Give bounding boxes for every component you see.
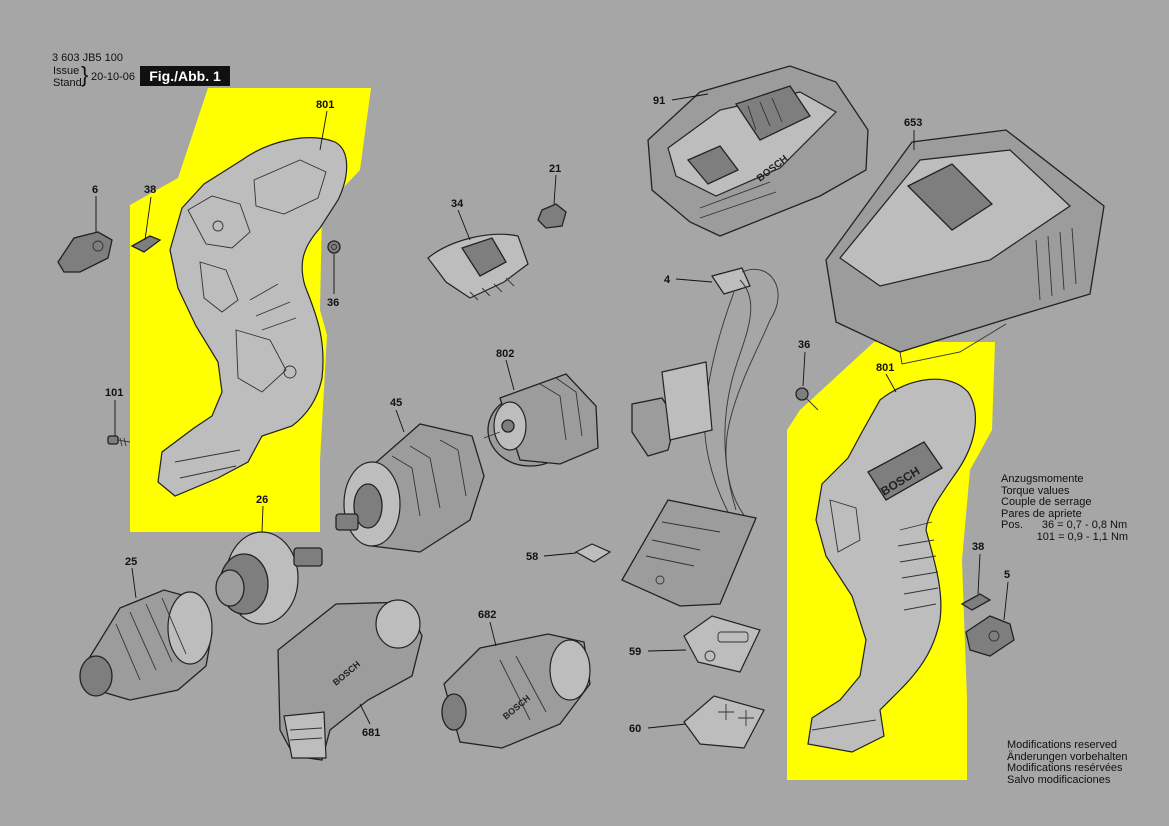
callout-91: 91 bbox=[653, 95, 665, 107]
callout-58: 58 bbox=[526, 551, 538, 563]
callout-5: 5 bbox=[1004, 569, 1010, 581]
part-91-battery-pack bbox=[647, 65, 869, 237]
callout-801-right: 801 bbox=[876, 362, 894, 374]
part-34-switch-cover bbox=[427, 233, 529, 301]
part-36-left-screw bbox=[327, 240, 341, 254]
callout-25: 25 bbox=[125, 556, 137, 568]
torque-value-101: = 0,9 - 1,1 Nm bbox=[1058, 530, 1129, 543]
part-58-label bbox=[574, 543, 612, 563]
callout-4: 4 bbox=[664, 274, 671, 286]
callout-38-left: 38 bbox=[144, 184, 156, 196]
modifications-line-de: Änderungen vorbehalten bbox=[1007, 750, 1128, 763]
leader-91 bbox=[671, 93, 709, 101]
torque-line-es: Pares de apriete bbox=[1001, 507, 1082, 520]
part-36-right-screw bbox=[795, 387, 819, 411]
callout-21: 21 bbox=[549, 163, 561, 175]
leader-5 bbox=[1003, 581, 1009, 621]
leader-58 bbox=[543, 552, 577, 557]
issue-brace: } bbox=[81, 62, 89, 87]
modifications-line-es: Salvo modificaciones bbox=[1007, 773, 1111, 786]
torque-line-en: Torque values bbox=[1001, 484, 1070, 497]
torque-pos-101: 101 bbox=[1036, 530, 1055, 543]
part-6-clip bbox=[57, 231, 113, 273]
callout-682: 682 bbox=[478, 609, 496, 621]
part-4-wiring-harness bbox=[621, 267, 779, 607]
leader-4 bbox=[675, 278, 713, 283]
leader-26 bbox=[261, 505, 264, 533]
part-681-angle-attachment bbox=[277, 599, 423, 761]
modifications-note: Modifications reserved Änderungen vorbeh… bbox=[1007, 739, 1128, 786]
figure-label: Fig./Abb. 1 bbox=[140, 66, 230, 86]
torque-line-de: Anzugsmomente bbox=[1001, 473, 1084, 485]
modifications-line-fr: Modifications resérvées bbox=[1007, 762, 1123, 774]
leader-802 bbox=[505, 359, 515, 391]
leader-45 bbox=[395, 409, 405, 433]
leader-801-left bbox=[319, 110, 328, 151]
part-38-left-spring bbox=[130, 235, 162, 253]
callout-801-left: 801 bbox=[316, 99, 334, 111]
stand-label: Stand bbox=[53, 77, 82, 89]
torque-value-36: = 0,7 - 0,8 Nm bbox=[1057, 519, 1128, 531]
torque-row-101: 101 = 0,9 - 1,1 Nm bbox=[1001, 530, 1129, 544]
leader-21 bbox=[553, 174, 557, 205]
part-38-right-spring bbox=[960, 593, 992, 611]
leader-38-right bbox=[977, 553, 981, 595]
leader-38-left bbox=[144, 196, 152, 241]
callout-101: 101 bbox=[105, 387, 123, 399]
leader-681 bbox=[359, 703, 371, 725]
callout-59: 59 bbox=[629, 646, 641, 658]
part-653-charger bbox=[825, 129, 1105, 365]
callout-36-left: 36 bbox=[327, 297, 339, 309]
part-21-plug bbox=[537, 203, 567, 229]
left-housing-half-part bbox=[157, 137, 348, 497]
torque-line-fr: Couple de serrage bbox=[1001, 496, 1092, 508]
issue-date: 20-10-06 bbox=[91, 71, 136, 83]
torque-pos-label: Pos. bbox=[1001, 519, 1024, 531]
part-101-screw bbox=[107, 435, 131, 447]
leader-36-right bbox=[802, 351, 806, 387]
torque-pos-36: 36 bbox=[1041, 519, 1055, 531]
part-682-offset-attachment bbox=[441, 633, 591, 749]
leader-34 bbox=[457, 209, 471, 241]
callout-681: 681 bbox=[362, 727, 380, 739]
callout-45: 45 bbox=[390, 397, 402, 409]
leader-682 bbox=[489, 621, 497, 647]
callout-36-right: 36 bbox=[798, 339, 810, 351]
callout-653: 653 bbox=[904, 117, 922, 129]
callout-34: 34 bbox=[451, 198, 464, 210]
modifications-line-en: Modifications reserved bbox=[1007, 739, 1118, 751]
part-45-gearbox bbox=[335, 423, 485, 553]
doc-number: 3 603 JB5 100 bbox=[52, 52, 123, 64]
part-59-cover bbox=[683, 615, 761, 673]
issue-label: Issue bbox=[53, 65, 80, 77]
part-802-motor bbox=[483, 373, 599, 467]
leader-25 bbox=[131, 567, 137, 599]
torque-note: Anzugsmomente Torque values Couple de se… bbox=[1001, 473, 1129, 544]
part-25-chuck bbox=[79, 589, 213, 701]
callout-38-right: 38 bbox=[972, 541, 984, 553]
torque-row-36: Pos. 36 = 0,7 - 0,8 Nm bbox=[1001, 519, 1128, 532]
part-26-spindle-adapter bbox=[215, 531, 323, 625]
callout-6: 6 bbox=[92, 184, 98, 196]
part-5-clip bbox=[965, 615, 1015, 657]
leader-801-right bbox=[885, 373, 897, 393]
leader-59 bbox=[647, 649, 687, 652]
right-housing-half-part bbox=[807, 378, 977, 753]
leader-60 bbox=[647, 723, 687, 729]
callout-60: 60 bbox=[629, 723, 641, 735]
callout-26: 26 bbox=[256, 494, 268, 506]
part-60-cover bbox=[683, 695, 765, 749]
callout-802: 802 bbox=[496, 348, 514, 360]
